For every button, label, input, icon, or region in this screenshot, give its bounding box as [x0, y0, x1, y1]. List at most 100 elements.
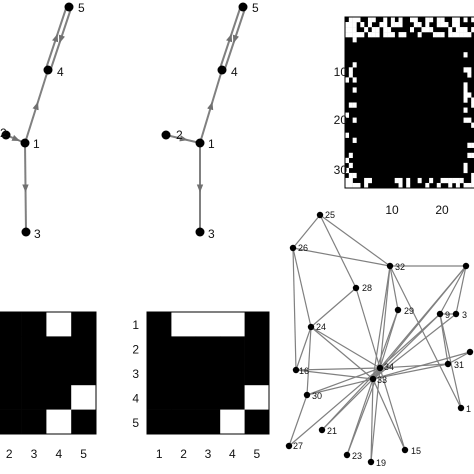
matrix-cell	[352, 182, 357, 189]
matrix-cell	[352, 87, 357, 93]
matrix-cell	[448, 32, 453, 38]
matrix-x-tick: 1	[156, 447, 163, 461]
matrix-cell	[352, 137, 357, 143]
matrix-cell	[220, 385, 245, 410]
graph-node	[1, 130, 11, 140]
node-label: 5	[78, 1, 85, 15]
network-node-label: 19	[376, 458, 386, 468]
graph-node	[20, 138, 30, 148]
matrix-cell	[348, 22, 353, 28]
matrix-cell	[367, 177, 372, 184]
network-node	[376, 364, 384, 372]
matrix-cell	[375, 27, 380, 33]
network-node-label: 9	[445, 310, 450, 320]
matrix-cell	[147, 409, 172, 435]
network-edge	[379, 265, 391, 369]
network-edge	[370, 367, 381, 463]
network-node-label: 32	[395, 262, 405, 272]
network-edge	[310, 326, 381, 369]
matrix-x-tick: 5	[253, 447, 260, 461]
network-node-label: 3	[462, 310, 467, 320]
matrix-cell	[345, 157, 350, 164]
matrix-cell	[356, 182, 361, 189]
matrix-cell	[220, 336, 245, 362]
matrix-cell	[444, 177, 449, 184]
matrix-cell	[471, 27, 474, 33]
matrix-cell	[455, 177, 460, 184]
matrix-cell	[459, 177, 464, 184]
node-label: 2	[0, 126, 7, 140]
network-edge	[379, 367, 406, 451]
matrix-cell	[348, 102, 353, 108]
network-edge	[295, 369, 374, 380]
network-node-label: 1	[466, 404, 471, 414]
network-node-label: 26	[298, 243, 308, 253]
node-label: 4	[57, 65, 64, 79]
matrix-cell	[46, 312, 72, 337]
network-node	[343, 451, 351, 459]
matrix-cell	[398, 22, 403, 28]
edge-arrowhead	[207, 101, 214, 111]
network-edge	[310, 287, 357, 328]
matrix-cell	[455, 182, 460, 189]
network-node	[367, 458, 375, 466]
matrix-cell	[463, 182, 468, 189]
network-edge	[319, 214, 391, 267]
matrix-cell	[171, 360, 197, 386]
matrix-cell	[345, 112, 350, 118]
matrix-cell	[383, 32, 388, 38]
matrix-cell	[471, 177, 474, 184]
graph-node	[21, 227, 31, 237]
network-edge	[372, 378, 406, 451]
matrix-cell	[398, 17, 403, 23]
matrix-cell	[467, 92, 472, 98]
matrix-cell	[21, 385, 47, 410]
matrix-x-tick: 2	[6, 447, 13, 461]
network-edge	[389, 265, 462, 409]
matrix-cell	[394, 22, 399, 28]
matrix-cell	[345, 182, 350, 189]
matrix-cell	[425, 22, 430, 28]
matrix-cell	[471, 102, 474, 108]
matrix-cell	[71, 336, 97, 362]
matrix-cell	[195, 312, 221, 337]
matrix-cell	[398, 182, 403, 189]
matrix-cell	[452, 17, 457, 23]
matrix-cell	[244, 336, 270, 362]
matrix-cell	[390, 32, 395, 38]
network-node-label: 30	[312, 391, 322, 401]
matrix-cell	[352, 62, 357, 68]
matrix-cell	[455, 32, 460, 38]
graph-node	[195, 138, 205, 148]
matrix-frame	[0, 311, 97, 435]
network-node-label: 24	[316, 322, 326, 332]
network-node-label: 28	[362, 283, 372, 293]
matrix-cell	[455, 27, 460, 33]
matrix-cell	[448, 27, 453, 33]
matrix-cell	[345, 22, 350, 28]
matrix-cell	[387, 27, 392, 33]
edge-arrowhead	[226, 33, 233, 43]
matrix-cell	[147, 312, 172, 337]
matrix-cell	[0, 385, 22, 410]
matrix-cell	[463, 32, 468, 38]
network-edge	[306, 367, 381, 396]
matrix-cell	[364, 177, 369, 184]
matrix-cell	[432, 32, 437, 38]
matrix-cell	[21, 360, 47, 386]
matrix-cell	[352, 32, 357, 38]
matrix-cell	[390, 22, 395, 28]
network-node-label: 21	[327, 426, 337, 436]
matrix-cell	[220, 312, 245, 337]
matrix-cell	[463, 107, 468, 113]
matrix-cell	[220, 360, 245, 386]
network-edge	[292, 247, 391, 267]
matrix-cell	[383, 17, 388, 23]
network-node	[444, 360, 452, 368]
matrix-cell	[402, 32, 407, 38]
network-node	[466, 348, 474, 356]
matrix-cell	[195, 385, 221, 410]
network-node	[386, 262, 394, 270]
matrix-cell	[348, 177, 353, 184]
